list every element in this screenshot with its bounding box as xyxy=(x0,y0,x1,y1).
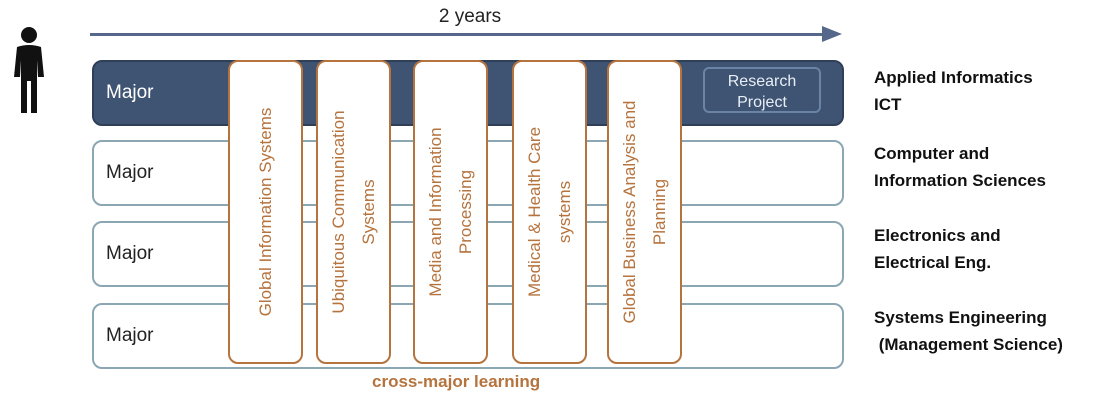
department-line: Electronics and xyxy=(874,226,1001,245)
department-label-systems-engineering: Systems Engineering (Management Science) xyxy=(874,304,1114,358)
program-line2: Systems xyxy=(358,179,378,245)
program-column-media-information-processing: Media and Information Processing xyxy=(413,60,488,364)
major-label: Major xyxy=(106,243,154,264)
major-label: Major xyxy=(106,162,154,183)
program-line1: Global Business Analysis and xyxy=(619,100,639,324)
department-line: Information Sciences xyxy=(874,171,1046,190)
department-line: Applied Informatics xyxy=(874,68,1033,87)
program-line2: Processing xyxy=(455,169,475,255)
department-line: Systems Engineering xyxy=(874,308,1047,327)
program-line2: systems xyxy=(554,180,574,244)
program-column-global-information-systems: Global Information Systems xyxy=(228,60,303,364)
program-line1: Medical & Health Care xyxy=(524,126,544,298)
department-label-applied-informatics: Applied Informatics ICT xyxy=(874,64,1114,118)
program-line1: Media and Information xyxy=(425,127,445,297)
department-line: (Management Science) xyxy=(874,335,1063,354)
program-line1: Ubiquitous Communication xyxy=(328,110,348,314)
timeline-arrow-head xyxy=(822,26,842,42)
research-project-box: Research Project xyxy=(703,67,821,113)
department-line: Electrical Eng. xyxy=(874,253,992,272)
department-line: Computer and xyxy=(874,144,990,163)
timeline-arrow-line xyxy=(90,33,825,36)
department-label-electronics: Electronics and Electrical Eng. xyxy=(874,222,1114,276)
cross-major-learning-label: cross-major learning xyxy=(372,372,541,391)
program-column-ubiquitous-communication: Ubiquitous Communication Systems xyxy=(316,60,391,364)
program-line2: Planning xyxy=(649,178,669,246)
major-label: Major xyxy=(106,82,154,103)
department-label-computer-information: Computer and Information Sciences xyxy=(874,140,1114,194)
research-project-line1: Research xyxy=(727,73,797,90)
research-project-line2: Project xyxy=(737,94,787,111)
major-label: Major xyxy=(106,325,154,346)
timeline-label: 2 years xyxy=(438,6,502,27)
person-icon xyxy=(14,27,44,113)
program-line1: Global Information Systems xyxy=(255,107,275,317)
department-line: ICT xyxy=(874,95,902,114)
program-column-medical-health-care: Medical & Health Care systems xyxy=(512,60,587,364)
program-column-global-business-analysis: Global Business Analysis and Planning xyxy=(607,60,682,364)
